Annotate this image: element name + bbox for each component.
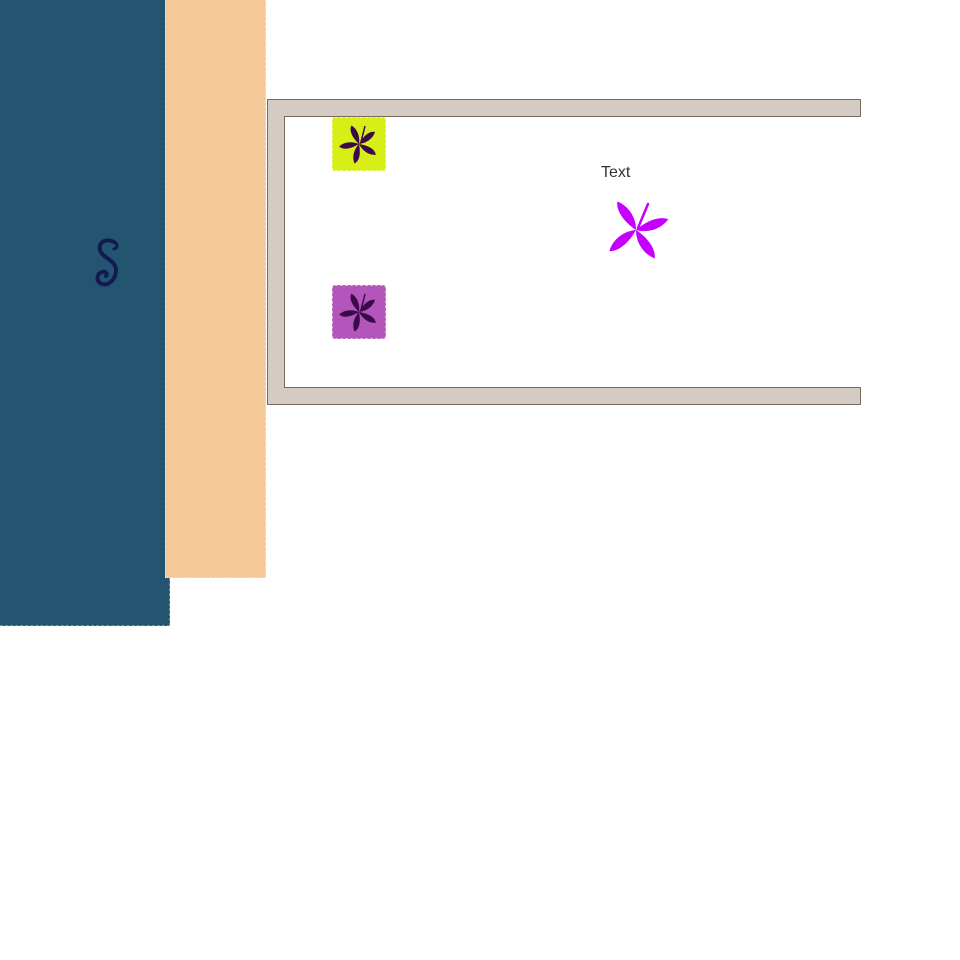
- swirl-s-logo-icon: [95, 238, 119, 287]
- flower-icon: [339, 293, 376, 332]
- left-sidebar-panel: [0, 0, 170, 626]
- flower-icon[interactable]: [596, 190, 676, 270]
- flower-icon: [339, 125, 376, 164]
- flower-tile-lime[interactable]: [332, 117, 386, 171]
- flower-tile-purple[interactable]: [332, 285, 386, 339]
- peach-side-strip: [165, 0, 266, 578]
- canvas-text-label[interactable]: Text: [601, 164, 631, 181]
